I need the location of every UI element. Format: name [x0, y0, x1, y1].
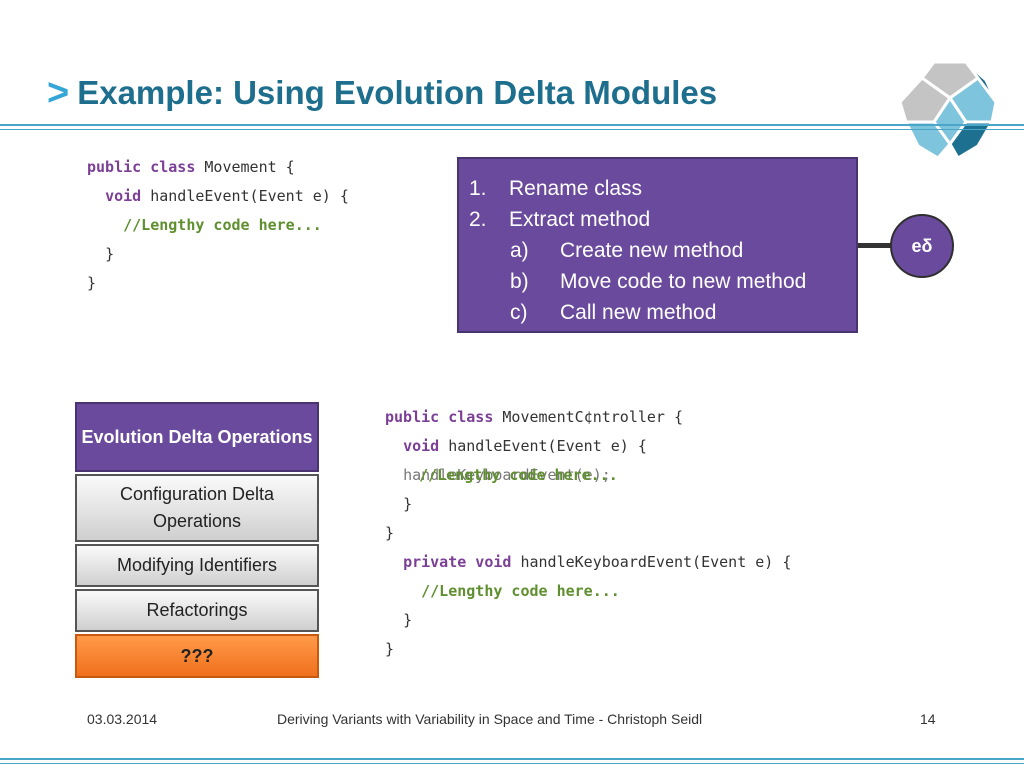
code-comment: //Lengthy code here...: [419, 466, 618, 484]
code-text: }: [403, 495, 413, 513]
footer-date: 03.03.2014: [87, 711, 158, 727]
code-text: }: [385, 640, 395, 658]
keyword: void: [105, 187, 142, 205]
keyword: public class: [87, 158, 196, 176]
header-rule-thin: [0, 129, 1024, 130]
title-chevron: >: [47, 71, 70, 114]
evolution-steps-box: 1.Rename class 2.Extract method a)Create…: [457, 157, 858, 333]
code-text: MovementC¢ntroller {: [493, 408, 684, 426]
header-rule: [0, 124, 1024, 126]
layer-refactorings: Refactorings: [75, 589, 319, 632]
footer-title: Deriving Variants with Variability in Sp…: [277, 711, 703, 727]
code-comment: //Lengthy code here...: [421, 582, 620, 600]
code-text: }: [105, 245, 115, 263]
code-comment: //Lengthy code here...: [123, 216, 322, 234]
layer-modifying-identifiers: Modifying Identifiers: [75, 544, 319, 587]
layer-unknown: ???: [75, 634, 319, 678]
step-item: 1.Rename class: [469, 177, 643, 200]
code-text: handleKeyboardEvent(e);: [403, 466, 611, 484]
keyword: private void: [403, 553, 512, 571]
delta-node: eδ: [890, 214, 954, 278]
footer-rule: [0, 758, 1024, 760]
slide-header: > Example: Using Evolution Delta Modules: [47, 70, 717, 116]
code-text: handleKeyboardEvent(Event e) {: [511, 553, 792, 571]
step-subitem: c)Call new method: [510, 301, 717, 324]
code-after: public class MovementC¢ntroller { void h…: [385, 403, 791, 664]
logo-icon: [898, 60, 998, 161]
code-before: public class Movement { void handleEvent…: [87, 153, 349, 298]
step-subitem: b)Move code to new method: [510, 270, 807, 293]
step-subitem: a)Create new method: [510, 239, 744, 262]
code-text: }: [87, 274, 97, 292]
layer-configuration-delta: Configuration Delta Operations: [75, 474, 319, 542]
code-text: handleEvent(Event e) {: [141, 187, 349, 205]
overlapping-line: handleKeyboardEvent(e);//Lengthy code he…: [403, 461, 618, 490]
layer-evolution-delta: Evolution Delta Operations: [75, 402, 319, 472]
code-text: handleEvent(Event e) {: [439, 437, 647, 455]
keyword: public class: [385, 408, 494, 426]
code-text: Movement {: [195, 158, 295, 176]
page-number: 14: [920, 711, 936, 727]
code-text: }: [385, 524, 395, 542]
keyword: void: [403, 437, 440, 455]
step-item: 2.Extract method: [469, 208, 651, 231]
footer-rule-thin: [0, 763, 1024, 764]
slide-title: Example: Using Evolution Delta Modules: [77, 74, 718, 111]
delta-layer-stack: Evolution Delta Operations Configuration…: [75, 402, 319, 680]
code-text: }: [403, 611, 413, 629]
delta-connector: [858, 243, 894, 248]
